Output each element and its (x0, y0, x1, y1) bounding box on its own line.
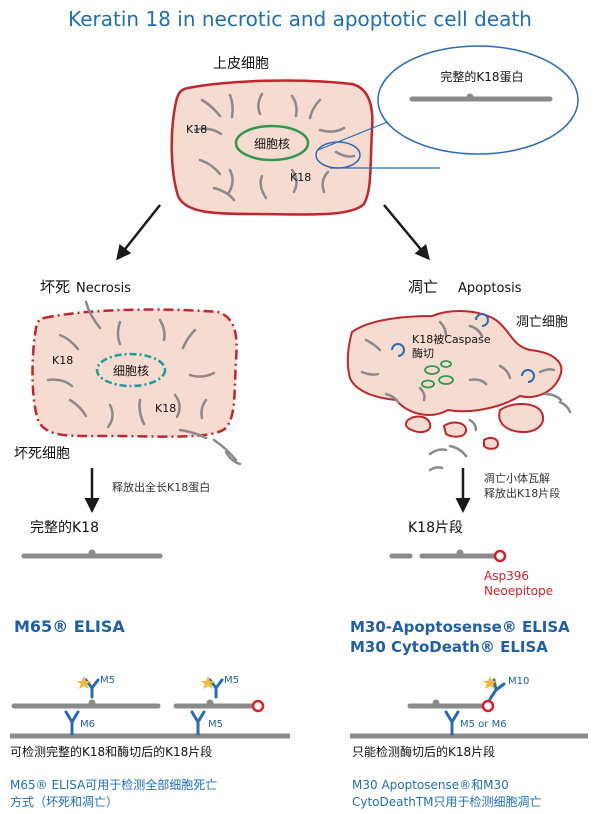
k18-label: K18 (290, 171, 311, 184)
m65-description-line1: M65® ELISA可用于检测全部细胞死亡 (10, 777, 217, 792)
m65-sandwich-fragment (173, 676, 265, 736)
neoepitope-label: Neoepitope (484, 584, 553, 598)
apoptotic-body-release-line1: 凋亡小体瓦解 (484, 471, 550, 485)
epithelial-cell: 细胞核 K18 K18 (170, 79, 374, 216)
filament-knob (88, 549, 96, 557)
m10-antibody-label: M10 (508, 676, 529, 687)
capture-antibody (190, 710, 206, 736)
k18-label: K18 (52, 354, 73, 367)
apoptotic-body (483, 436, 500, 450)
m65-elisa-name: M65® ELISA (14, 617, 125, 636)
necrosis-heading-cn: 坏死 (40, 278, 70, 296)
zoom-callout: 完整的K18蛋白 (315, 45, 579, 169)
nucleus (234, 124, 310, 162)
arrow-to-apoptosis (383, 204, 430, 261)
nucleus (95, 352, 167, 388)
m6-antibody-label: M6 (80, 719, 95, 730)
detection-star-icon (77, 676, 91, 689)
apoptosis-heading-en: Apoptosis (458, 281, 522, 296)
caspase-enzymes (391, 313, 535, 383)
filament-knob (88, 699, 96, 707)
m5-or-m6-antibody-label: M5 or M6 (460, 719, 507, 730)
neoepitope-marker (251, 699, 265, 713)
intact-k18-protein-label: 完整的K18蛋白 (440, 69, 523, 84)
keratin-filaments (193, 92, 356, 202)
nuclear-fragments (421, 360, 454, 389)
neoepitope-marker (493, 549, 507, 563)
filament-knob (432, 699, 440, 707)
arrow-to-necrosis (116, 204, 161, 261)
detection-star-icon (483, 676, 497, 689)
filament-knob (456, 549, 464, 557)
asp396-label: Asp396 (484, 569, 529, 583)
m30-elisa-name-line1: M30-Apoptosense® ELISA (350, 618, 570, 636)
apoptotic-body-release-line2: 释放出K18片段 (484, 486, 560, 500)
apoptotic-cell: K18被Caspase 酶切 (346, 310, 572, 472)
k18-fragments-row (389, 549, 507, 563)
m65-sandwich-intact (11, 676, 161, 736)
nucleus-label: 细胞核 (113, 364, 149, 378)
nucleus-label: 细胞核 (254, 137, 290, 151)
apoptotic-body (442, 421, 468, 438)
page-title: Keratin 18 in necrotic and apoptotic cel… (68, 7, 532, 31)
caspase-cleavage-label-line1: K18被Caspase (412, 333, 491, 346)
apoptosis-heading-cn: 凋亡 (408, 278, 438, 296)
m5-antibody-label: M5 (224, 675, 239, 686)
m5-antibody-label: M5 (100, 675, 115, 686)
necrosis-heading-en: Necrosis (76, 281, 131, 296)
release-full-length-label: 释放出全长K18蛋白 (112, 480, 210, 494)
neoepitope-marker (481, 699, 495, 713)
caspase-cleavage-label-line2: 酶切 (412, 347, 434, 360)
m30-sandwich (407, 676, 506, 736)
k18-label: K18 (186, 123, 207, 136)
necrotic-cell-label: 坏死细胞 (14, 446, 70, 462)
filament-knob (206, 699, 214, 707)
m5-antibody-label: M5 (208, 719, 223, 730)
m30-description-line1: M30 Apoptosense®和M30 (352, 778, 509, 792)
m65-description-line2: 方式（坏死和凋亡） (10, 794, 118, 809)
apoptotic-body (404, 415, 432, 433)
m65-detection-caption: 可检测完整的K18和酶切后的K18片段 (10, 744, 212, 759)
epithelial-cell-label: 上皮细胞 (213, 56, 269, 72)
k18-fragments (360, 320, 572, 472)
capture-antibody (444, 710, 460, 736)
m30-detection-caption: 只能检测酶切后的K18片段 (352, 744, 495, 759)
keratin-filaments (46, 300, 242, 466)
m30-elisa-name-line2: M30 CytoDeath® ELISA (350, 638, 548, 656)
k18-fragment-result-label: K18片段 (408, 520, 463, 536)
apoptotic-body (498, 403, 545, 434)
detection-star-icon (201, 676, 215, 689)
apoptotic-cell-membrane (346, 310, 563, 416)
necrotic-cell: 细胞核 K18 K18 (31, 300, 242, 466)
apoptotic-cell-label: 凋亡细胞 (516, 315, 568, 330)
filament-knob (466, 93, 474, 101)
intact-k18-result-label: 完整的K18 (30, 520, 99, 536)
k18-label: K18 (155, 402, 176, 415)
m30-description-line2: CytoDeathTM只用于检测细胞凋亡 (352, 794, 542, 809)
m6-capture-antibody (64, 710, 80, 736)
